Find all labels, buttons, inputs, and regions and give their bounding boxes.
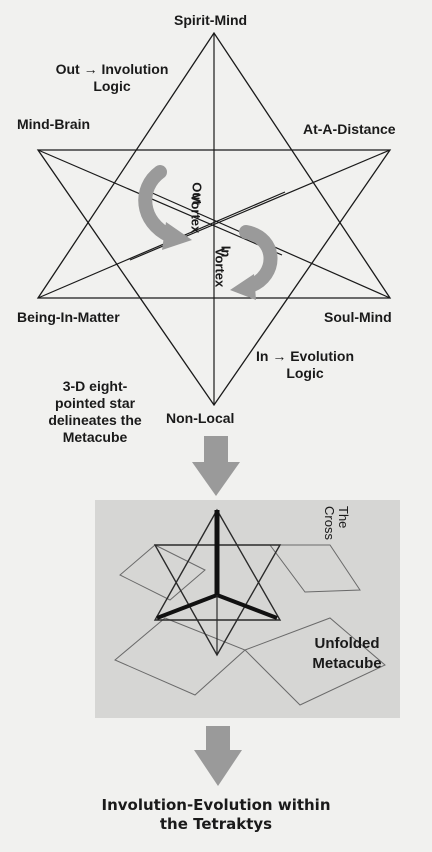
star-edge-shaded — [156, 593, 218, 620]
unfolded-line1: Unfolded — [314, 635, 380, 652]
star-edge-shaded — [216, 593, 278, 620]
label-non-local: Non-Local — [166, 410, 235, 426]
cross-line2: Cross — [322, 506, 337, 540]
unfolded-metacube-label: Unfolded Metacube — [297, 634, 397, 674]
unfolded-face — [114, 617, 246, 696]
out-vortex-label-2: Vortex — [188, 194, 203, 234]
metacube-note: 3-D eight- pointed star delineates the M… — [40, 378, 150, 446]
down-arrow-head — [192, 462, 240, 496]
note-line3: delineates the — [48, 412, 142, 428]
label-involution: Out → Involution Logic — [42, 61, 182, 95]
in-vortex-arrowhead — [230, 274, 256, 300]
out-vortex-word2: Vortex — [188, 193, 204, 234]
out-vortex-arrow — [138, 165, 177, 243]
label-at-a-distance: At-A-Distance — [303, 121, 396, 137]
unfolded-metacube-drawing — [114, 508, 386, 706]
in-vortex-word2: Vortex — [212, 247, 228, 288]
cross-line1: The — [336, 506, 351, 529]
involution-line1: Out → Involution — [55, 61, 169, 77]
unfolded-face — [119, 544, 206, 601]
label-evolution: In → Evolution Logic — [250, 348, 360, 382]
in-vortex-label-2: Vortex — [212, 248, 227, 288]
footer-line2: the Tetraktys — [159, 815, 273, 833]
label-spirit-mind: Spirit-Mind — [174, 12, 248, 28]
inner-line — [37, 149, 283, 256]
out-vortex-arrowhead — [162, 222, 192, 250]
evolution-line2: Logic — [286, 365, 324, 381]
unfolded-line2: Metacube — [312, 655, 382, 672]
unfolded-face — [269, 544, 361, 593]
involution-line2: Logic — [93, 78, 131, 94]
note-line2: pointed star — [54, 395, 136, 411]
the-cross-label: The Cross — [322, 506, 351, 540]
down-arrow-shaft — [204, 436, 228, 464]
footer-line1: Involution-Evolution within — [101, 796, 331, 814]
footer-caption: Involution-Evolution within the Tetrakty… — [0, 796, 432, 834]
down-arrow-shaft — [206, 726, 230, 752]
note-line1: 3-D eight- — [62, 378, 128, 394]
in-vortex-arrow — [239, 225, 278, 293]
label-being-in-matter: Being-In-Matter — [17, 309, 120, 325]
inner-line — [37, 191, 286, 299]
down-arrow-head — [194, 750, 242, 786]
unfolded-face — [244, 617, 386, 706]
label-mind-brain: Mind-Brain — [17, 116, 91, 132]
label-soul-mind: Soul-Mind — [324, 309, 392, 325]
unfolded-metacube-panel — [95, 500, 400, 718]
evolution-line1: In → Evolution — [256, 348, 354, 364]
note-line4: Metacube — [62, 429, 128, 445]
